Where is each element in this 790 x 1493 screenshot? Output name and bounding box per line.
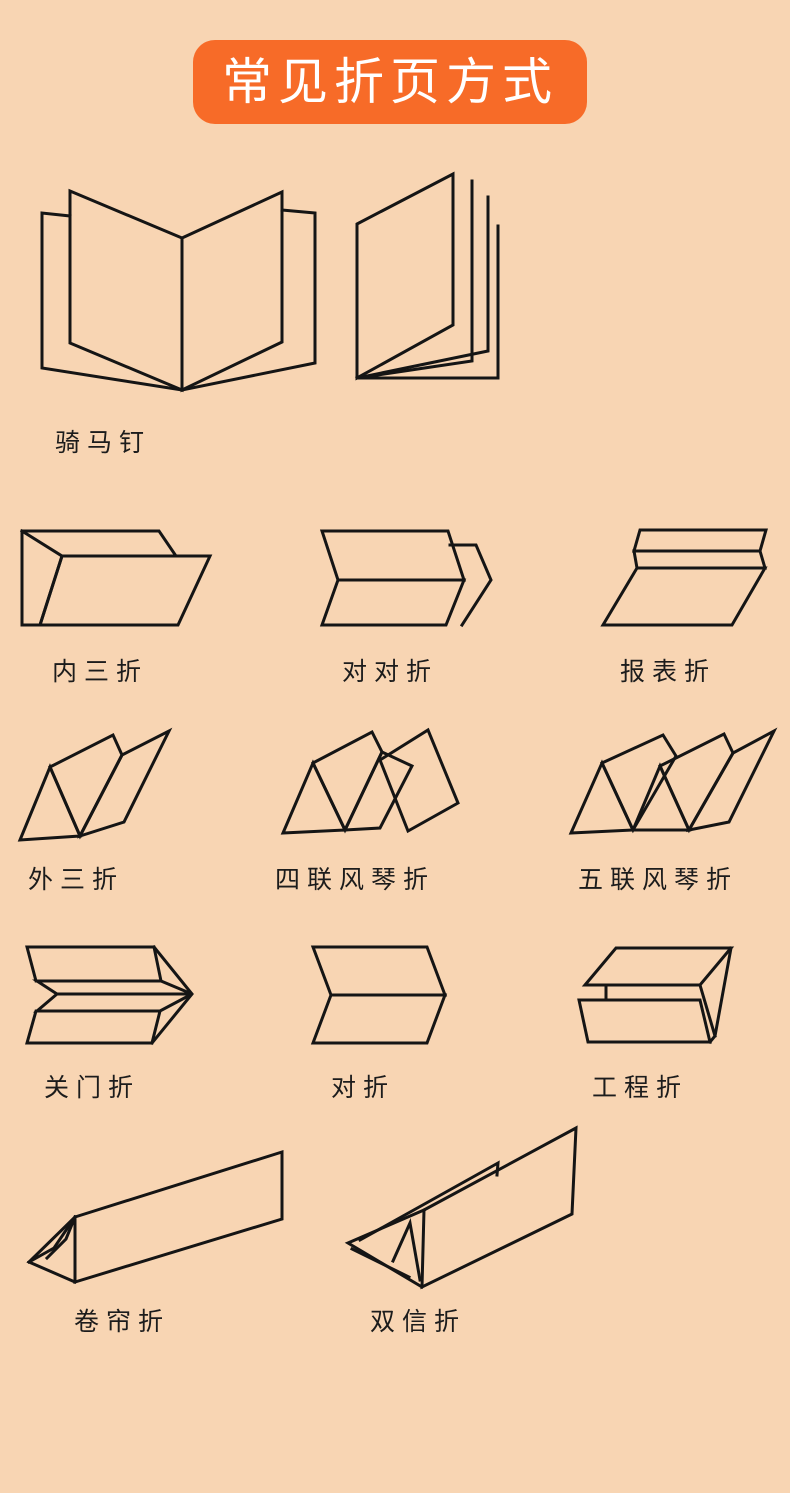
five-panel-accordion-diagram	[568, 727, 778, 835]
page-title: 常见折页方式	[222, 53, 558, 111]
saddle-stitch-open-diagram	[40, 188, 317, 393]
label-map-fold: 报表折	[620, 657, 717, 686]
label-double-letter-fold: 双信折	[370, 1307, 467, 1336]
label-half-fold: 对折	[331, 1073, 396, 1102]
label-double-parallel-fold: 对对折	[342, 657, 439, 686]
engineering-fold-diagram	[577, 946, 735, 1045]
label-five-panel-accordion: 五联风琴折	[578, 865, 739, 894]
roll-fold-diagram	[26, 1149, 284, 1285]
title-badge: 常见折页方式	[193, 40, 587, 124]
saddle-stitch-closed-diagram	[355, 171, 500, 381]
label-four-panel-accordion: 四联风琴折	[275, 865, 436, 894]
double-letter-fold-diagram	[344, 1125, 578, 1290]
four-panel-accordion-diagram	[280, 727, 460, 835]
label-outer-tri-fold: 外三折	[28, 865, 125, 894]
label-inner-tri-fold: 内三折	[52, 657, 149, 686]
label-roll-fold: 卷帘折	[74, 1307, 171, 1336]
label-saddle-stitch: 骑马钉	[55, 428, 152, 457]
outer-tri-fold-diagram	[17, 727, 173, 842]
half-fold-diagram	[310, 945, 448, 1045]
double-parallel-fold-diagram	[319, 529, 493, 628]
map-fold-diagram	[600, 528, 768, 627]
gate-fold-diagram	[25, 944, 194, 1046]
label-engineering-fold: 工程折	[592, 1073, 689, 1102]
inner-tri-fold-diagram	[19, 528, 213, 627]
label-gate-fold: 关门折	[44, 1073, 141, 1102]
